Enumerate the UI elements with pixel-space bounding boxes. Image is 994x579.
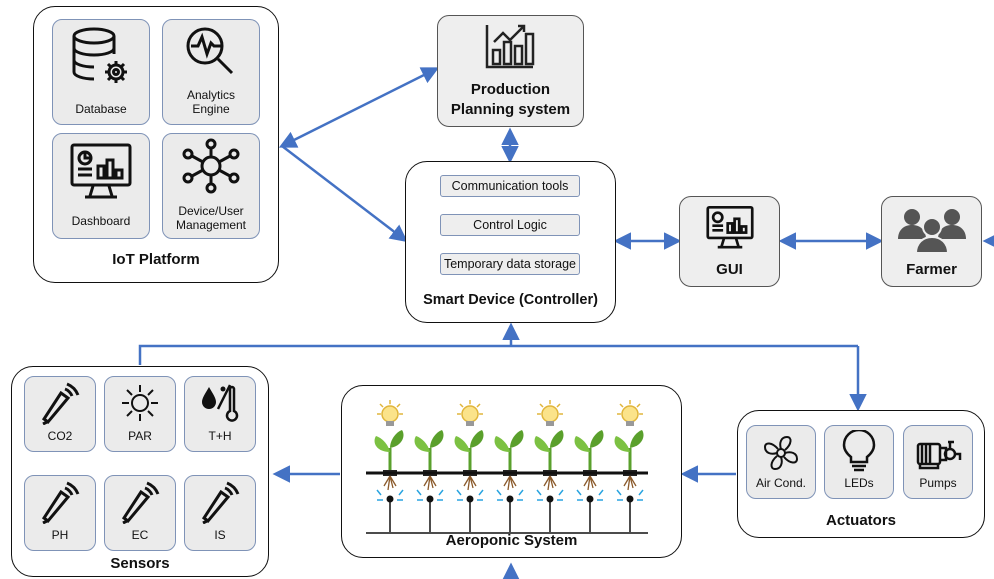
tile-ph: PH xyxy=(24,475,96,551)
arrow-iot-production xyxy=(278,67,440,148)
network-hub-icon xyxy=(182,138,240,194)
analytics-magnifier-icon xyxy=(186,27,234,75)
grow-light-bulb xyxy=(621,405,639,423)
sun-icon xyxy=(122,385,158,421)
tile-ec: EC xyxy=(104,475,176,551)
iot-platform-title: IoT Platform xyxy=(112,251,200,268)
probe-sensor-icon xyxy=(121,481,160,524)
tile-label: PAR xyxy=(128,429,152,443)
gui-title: GUI xyxy=(716,261,743,278)
probe-sensor-icon xyxy=(201,481,240,524)
tile-label: Air Cond. xyxy=(755,476,807,490)
tile-dashboard: Dashboard xyxy=(52,133,150,239)
gui-box: GUI xyxy=(679,196,780,287)
aeroponic-illustration xyxy=(366,400,648,534)
tile-leds: LEDs xyxy=(824,425,894,499)
tile-label: PH xyxy=(51,528,69,542)
tile-label: T+H xyxy=(208,429,232,443)
controller-panel: Communication tools Control Logic Tempor… xyxy=(405,161,616,323)
actuators-panel: Air Cond. LEDs Pumps Actuators xyxy=(737,410,985,538)
tile-analytics-engine: Analytics Engine xyxy=(162,19,260,125)
pump-icon xyxy=(916,440,962,470)
people-group-icon xyxy=(898,209,966,254)
controller-item-control-logic: Control Logic xyxy=(440,214,580,236)
lightbulb-icon xyxy=(842,430,876,472)
grow-light-bulb xyxy=(461,405,479,423)
tile-device-user-management: Device/User Management xyxy=(162,133,260,239)
aeroponic-panel: Aeroponic System xyxy=(341,385,682,558)
tile-label: Pumps xyxy=(919,476,957,490)
tile-label: IS xyxy=(214,528,226,542)
tile-par: PAR xyxy=(104,376,176,452)
probe-sensor-icon xyxy=(41,481,80,524)
tile-label: LEDs xyxy=(844,476,874,490)
controller-item-communication: Communication tools xyxy=(440,175,580,197)
production-planning-title: Production Planning system xyxy=(450,81,571,118)
arrow-iot-controller xyxy=(281,145,408,243)
tile-co2: CO2 xyxy=(24,376,96,452)
sensors-panel: CO2 PAR T+H PH EC IS Sensors xyxy=(11,366,269,577)
tile-pumps: Pumps xyxy=(903,425,973,499)
monitor-chart-icon xyxy=(706,205,754,249)
growth-chart-icon xyxy=(485,24,535,69)
actuators-title: Actuators xyxy=(825,512,896,529)
tile-label: EC xyxy=(131,528,149,542)
sensors-title: Sensors xyxy=(110,555,170,572)
grow-light-bulb xyxy=(381,405,399,423)
farmer-title: Farmer xyxy=(906,261,957,278)
controller-title: Smart Device (Controller) xyxy=(423,292,598,308)
tile-is: IS xyxy=(184,475,256,551)
aeroponic-title: Aeroponic System xyxy=(445,532,578,549)
production-planning-box: Production Planning system xyxy=(437,15,584,127)
farmer-box: Farmer xyxy=(881,196,982,287)
controller-item-temporary-storage: Temporary data storage xyxy=(440,253,580,275)
tile-database: Database xyxy=(52,19,150,125)
bus-sensors-controller xyxy=(138,344,858,365)
dashboard-monitor-icon xyxy=(70,143,132,199)
tile-label: Dashboard xyxy=(71,214,131,228)
fan-icon xyxy=(763,435,799,471)
database-icon xyxy=(72,27,127,83)
tile-label: Database xyxy=(75,102,127,116)
tile-label: CO2 xyxy=(47,429,73,443)
tile-label: Device/User Management xyxy=(175,204,247,232)
iot-platform-panel: Database Analytics Engine Dashboard xyxy=(33,6,279,283)
tile-label: Analytics Engine xyxy=(186,88,236,116)
probe-sensor-icon xyxy=(41,382,80,425)
tile-temperature-humidity: T+H xyxy=(184,376,256,452)
tile-air-conditioner: Air Cond. xyxy=(746,425,816,499)
thermometer-drop-icon xyxy=(202,384,239,422)
grow-light-bulb xyxy=(541,405,559,423)
